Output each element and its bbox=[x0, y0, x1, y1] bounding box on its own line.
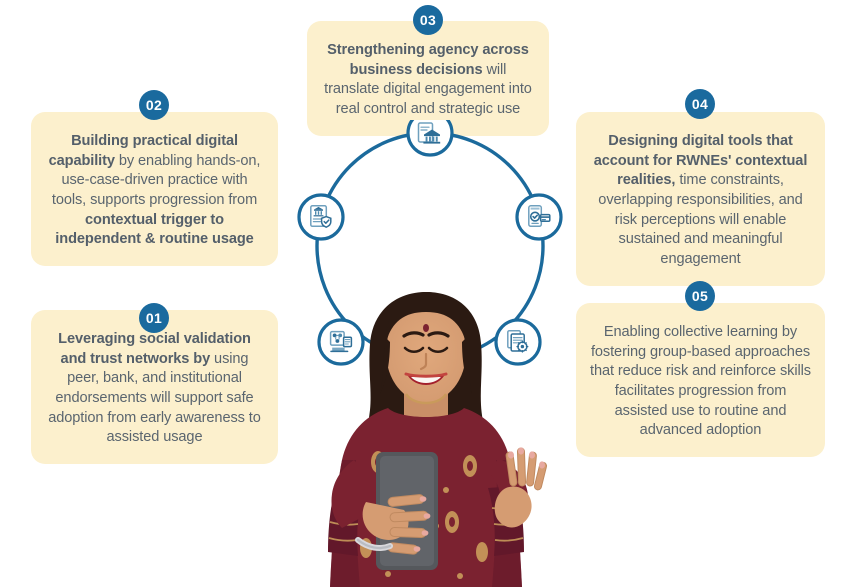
insight-card-04-rest: time constraints, overlapping responsibi… bbox=[598, 172, 803, 268]
document-bank-shield-icon bbox=[310, 205, 332, 229]
insight-card-01-bold: Leveraging social validation and trust n… bbox=[58, 331, 251, 367]
insight-card-02-bold-tail: contextual trigger to independent & rout… bbox=[55, 211, 254, 248]
hand-left bbox=[362, 502, 409, 540]
arm-right-sleeve bbox=[490, 458, 529, 516]
kurta-shadow-left bbox=[330, 460, 360, 587]
kurta-shadow-right bbox=[492, 460, 522, 587]
kurta bbox=[330, 408, 522, 587]
ring-node-document-bank-shield[interactable] bbox=[297, 193, 345, 241]
sleeve-right bbox=[488, 486, 524, 556]
sleeve-left bbox=[328, 486, 364, 556]
central-ring-diagram bbox=[285, 120, 575, 390]
sleeve-gold-trim bbox=[328, 505, 524, 542]
insight-card-04-bold: Designing digital tools that account for… bbox=[593, 133, 808, 189]
insight-card-03-rest: will translate digital engagement into r… bbox=[324, 61, 532, 118]
fingers-left bbox=[387, 494, 429, 555]
insight-card-02-bold-lead: Building practical digital capability bbox=[48, 133, 238, 169]
insight-card-04-text: Designing digital tools that account for… bbox=[590, 132, 811, 270]
insight-card-02-mid: by enabling hands-on, use-case-driven pr… bbox=[51, 152, 261, 209]
insight-badge-03: 03 bbox=[413, 5, 443, 35]
insight-card-05-rest: Enabling collective learning by fosterin… bbox=[590, 324, 811, 439]
insight-card-02-text: Building practical digital capability by… bbox=[45, 132, 264, 250]
insight-badge-02: 02 bbox=[139, 90, 169, 120]
insight-card-03-text: Strengthening agency across business dec… bbox=[321, 41, 535, 120]
ring-node-group-learning-network[interactable] bbox=[317, 318, 365, 366]
smartphone bbox=[376, 452, 438, 570]
group-learning-network-icon bbox=[329, 330, 353, 353]
smartphone-screen bbox=[380, 456, 434, 566]
insight-card-01-rest: using peer, bank, and institutional endo… bbox=[48, 350, 261, 446]
node-circle bbox=[297, 193, 345, 241]
node-circle bbox=[317, 318, 365, 366]
mobile-payment-card-icon bbox=[528, 205, 551, 228]
ring-node-bank-building-document[interactable] bbox=[406, 120, 454, 157]
hand-right bbox=[494, 486, 532, 528]
arm-left-sleeve bbox=[331, 460, 370, 528]
insight-card-03-bold: Strengthening agency across business dec… bbox=[327, 42, 529, 78]
insight-badge-04: 04 bbox=[685, 89, 715, 119]
insight-card-02: Building practical digital capability by… bbox=[31, 112, 278, 267]
insight-card-01: Leveraging social validation and trust n… bbox=[31, 310, 278, 465]
ring-node-documents-gear[interactable] bbox=[494, 318, 542, 366]
insight-badge-01: 01 bbox=[139, 303, 169, 333]
ring-node-mobile-payment-card[interactable] bbox=[515, 193, 563, 241]
insight-card-01-text: Leveraging social validation and trust n… bbox=[45, 330, 264, 448]
necklace bbox=[405, 393, 447, 405]
insight-card-05: Enabling collective learning by fosterin… bbox=[576, 303, 825, 458]
insight-badge-05: 05 bbox=[685, 281, 715, 311]
nails-left bbox=[413, 496, 431, 552]
kurta-gold-pattern bbox=[360, 451, 488, 579]
bank-building-document-icon bbox=[417, 122, 441, 144]
documents-gear-icon bbox=[507, 330, 529, 353]
nails-right bbox=[508, 447, 545, 469]
insight-card-03: Strengthening agency across business dec… bbox=[307, 21, 549, 136]
fingers-right bbox=[505, 447, 548, 491]
bracelet bbox=[355, 537, 393, 551]
insight-card-05-text: Enabling collective learning by fosterin… bbox=[590, 323, 811, 441]
insight-card-04: Designing digital tools that account for… bbox=[576, 112, 825, 286]
